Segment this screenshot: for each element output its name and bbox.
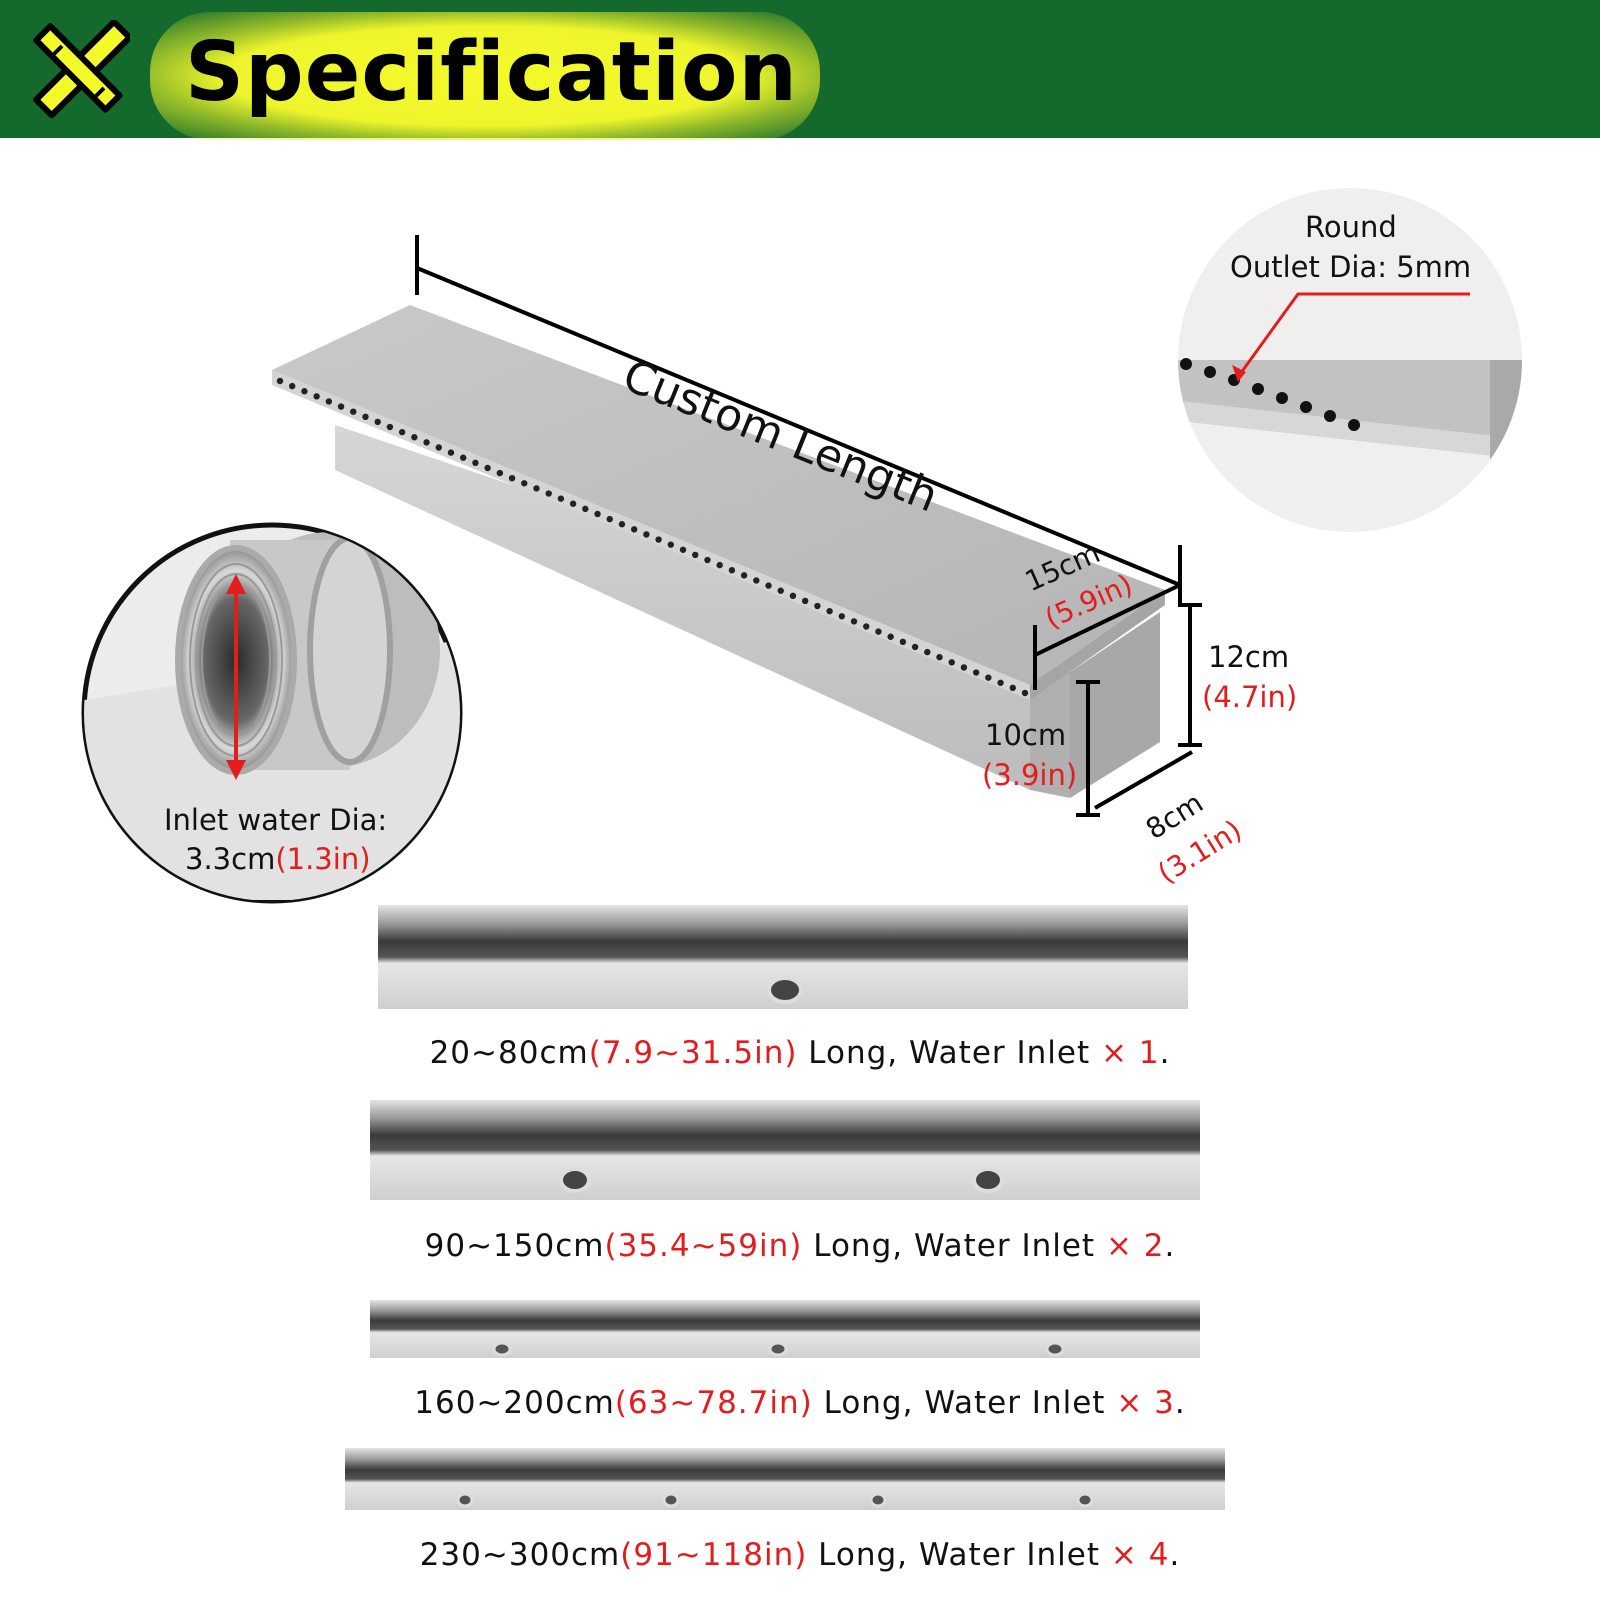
outlet-hole bbox=[789, 592, 797, 600]
outlet-hole bbox=[777, 587, 784, 594]
spout-front-face bbox=[335, 425, 1030, 790]
outlet-hole bbox=[618, 521, 626, 528]
outlet-hole bbox=[411, 434, 418, 441]
outlet-hole bbox=[667, 541, 675, 548]
outlet-hole bbox=[337, 403, 345, 410]
inlet-detail-circle bbox=[81, 522, 463, 904]
variant-rail-3 bbox=[370, 1300, 1200, 1358]
inner-height-cm-label: 10cm bbox=[985, 718, 1067, 752]
outlet-hole bbox=[692, 551, 699, 559]
inner-height-in-label: (3.9in) bbox=[982, 758, 1078, 792]
inlet-label-line1: Inlet water Dia: bbox=[164, 803, 388, 837]
outlet-hole bbox=[850, 618, 858, 625]
outlet-hole bbox=[582, 505, 589, 513]
outlet-hole bbox=[594, 510, 601, 518]
outlet-hole bbox=[606, 515, 613, 523]
outlet-hole bbox=[374, 418, 381, 426]
outlet-hole bbox=[838, 613, 846, 620]
outlet-hole bbox=[423, 439, 430, 446]
outlet-hole bbox=[533, 485, 540, 492]
outlet-hole bbox=[679, 546, 687, 553]
outlet-hole bbox=[557, 495, 565, 502]
outlet-hole bbox=[814, 602, 821, 610]
outlet-hole bbox=[655, 536, 662, 543]
outlet-hole bbox=[863, 623, 870, 630]
outlet-hole bbox=[325, 398, 333, 405]
variant-caption-3: 160~200cm(63~78.7in) Long, Water Inlet ×… bbox=[414, 1385, 1186, 1421]
outlet-hole bbox=[899, 638, 907, 646]
outlet-hole bbox=[496, 469, 504, 477]
outlet-hole bbox=[398, 428, 406, 436]
outlet-hole bbox=[948, 659, 955, 666]
outlet-hole bbox=[521, 480, 528, 487]
variant-rail-4 bbox=[345, 1448, 1225, 1510]
outlet-hole bbox=[459, 454, 467, 461]
outlet-hole bbox=[435, 444, 442, 451]
variant-rail-2 bbox=[370, 1100, 1200, 1200]
outlet-hole bbox=[728, 567, 736, 574]
outlet-hole bbox=[313, 393, 320, 400]
outlet-hole bbox=[875, 628, 882, 635]
outlet-hole bbox=[362, 413, 369, 421]
outlet-hole bbox=[643, 531, 650, 538]
spout-top-face bbox=[272, 305, 1165, 685]
height-in-label: (4.7in) bbox=[1202, 680, 1298, 714]
outlet-hole bbox=[301, 388, 308, 395]
page-title: Specification bbox=[185, 25, 798, 120]
outlet-hole bbox=[350, 408, 357, 415]
outlet-hole bbox=[997, 679, 1004, 686]
outlet-label-line1: Round bbox=[1305, 210, 1397, 244]
outlet-hole bbox=[484, 464, 491, 472]
outlet-hole bbox=[472, 459, 479, 467]
outlet-hole bbox=[289, 382, 296, 390]
outlet-hole bbox=[765, 582, 772, 589]
outlet-hole bbox=[704, 556, 711, 564]
outlet-hole bbox=[716, 561, 723, 569]
outlet-hole bbox=[740, 572, 748, 579]
outlet-hole bbox=[1009, 684, 1016, 692]
outlet-hole bbox=[972, 669, 980, 676]
outlet-hole bbox=[985, 674, 992, 681]
title-highlight bbox=[150, 12, 820, 140]
outlet-hole bbox=[386, 423, 394, 431]
outlet-hole bbox=[276, 377, 284, 385]
outlet-hole bbox=[630, 526, 638, 533]
outlet-hole bbox=[1021, 689, 1029, 697]
outlet-hole bbox=[887, 633, 894, 640]
outlet-hole bbox=[508, 474, 516, 482]
outlet-hole bbox=[924, 648, 931, 656]
outlet-hole bbox=[826, 607, 833, 615]
variant-caption-2: 90~150cm(35.4~59in) Long, Water Inlet × … bbox=[424, 1228, 1176, 1264]
outlet-hole bbox=[447, 449, 455, 456]
height-cm-label: 12cm bbox=[1208, 640, 1290, 674]
variant-rail-1 bbox=[378, 905, 1188, 1009]
outlet-hole bbox=[911, 643, 919, 651]
inlet-value-cm: 3.3cm bbox=[185, 842, 276, 876]
ruler-pencil-icon bbox=[30, 20, 130, 120]
variant-caption-1: 20~80cm(7.9~31.5in) Long, Water Inlet × … bbox=[429, 1035, 1171, 1071]
outlet-holes bbox=[276, 377, 1029, 697]
inlet-value-in: (1.3in) bbox=[275, 842, 371, 876]
outlet-hole bbox=[545, 490, 552, 497]
outlet-hole bbox=[753, 577, 760, 584]
outlet-hole bbox=[960, 664, 968, 671]
outlet-label-line2: Outlet Dia: 5mm bbox=[1230, 250, 1472, 284]
inlet-label-line2: 3.3cm(1.3in) bbox=[185, 842, 371, 876]
outlet-hole bbox=[936, 653, 943, 661]
outlet-hole bbox=[801, 597, 809, 605]
variant-caption-4: 230~300cm(91~118in) Long, Water Inlet × … bbox=[419, 1537, 1181, 1573]
outlet-hole bbox=[569, 500, 577, 507]
spout-end-face bbox=[1070, 612, 1160, 798]
